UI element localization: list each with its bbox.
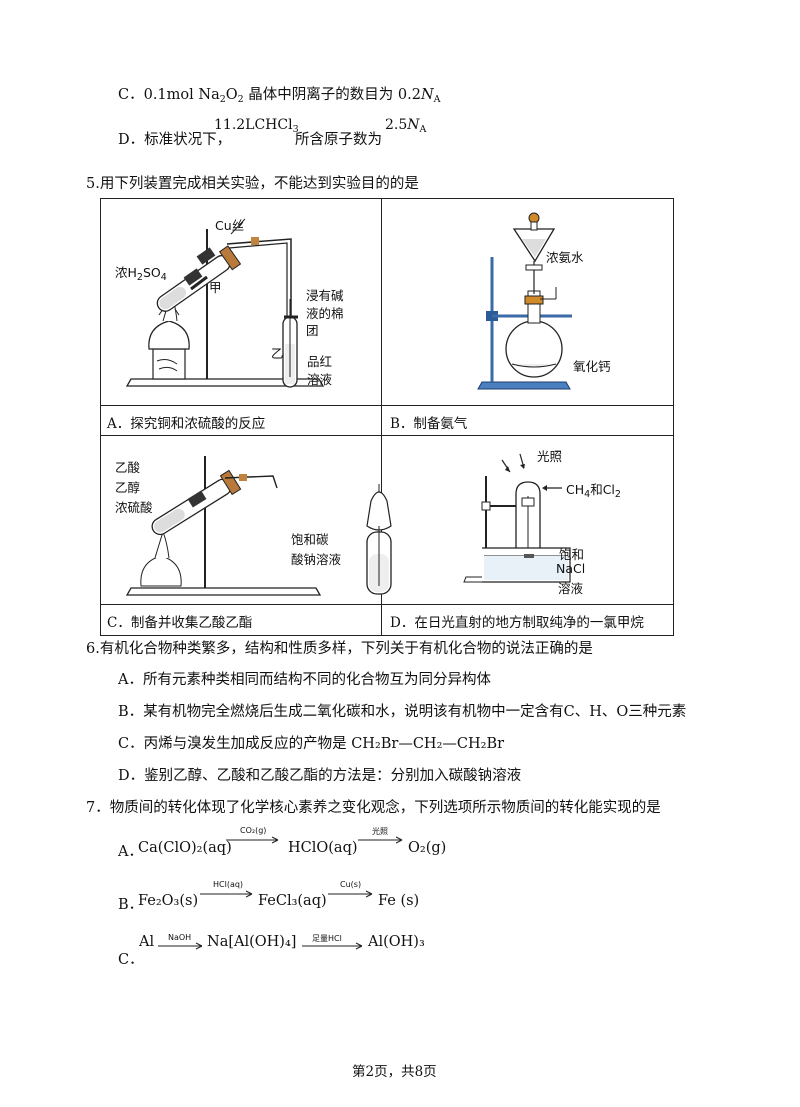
label-pinhong: 品红	[307, 354, 333, 369]
q7-option-a-label: A．	[118, 844, 143, 860]
label-sat-carbonate-2: 酸钠溶液	[291, 552, 342, 567]
q7-stem: 7．物质间的转化体现了化学核心素养之变化观念，下列选项所示物质间的转化能实现的是	[86, 800, 661, 816]
caption-b: B．制备氨气	[390, 416, 468, 432]
label-conc-ammonia: 浓氨水	[546, 250, 584, 265]
q7-b-arrow2	[328, 890, 373, 898]
q7-option-b-s2: FeCl₃(aq)	[258, 893, 327, 909]
q7-option-c-arrow2-cond: 足量HCl	[312, 934, 342, 943]
label-nacl-solution: 溶液	[558, 581, 584, 596]
q7-b-arrow1	[200, 890, 253, 898]
q4-d-formula-main: 11.2LCHCl	[214, 117, 293, 133]
q5-stem: 5.用下列装置完成相关实验，不能达到实验目的的是	[86, 176, 419, 192]
q7-option-c-s2: Na[Al(OH)₄]	[207, 934, 297, 950]
page-footer: 第2页，共8页	[352, 1064, 437, 1080]
q7-option-b-arrow1-cond: HCl(aq)	[213, 880, 244, 889]
q4-d-value-num: 2.5	[385, 117, 408, 133]
q7-option-b-s3: Fe (s)	[378, 893, 420, 909]
label-saturated: 饱和	[559, 547, 585, 562]
label-sat-carbonate-1: 饱和碳	[291, 532, 329, 547]
cell-b-figure	[382, 199, 673, 406]
label-conc-h2so4: 浓H2SO4	[115, 265, 167, 283]
label-soaked-2: 液的棉	[306, 306, 344, 321]
q7-option-c-s1: Al	[139, 934, 155, 950]
label-conc-sulfuric: 浓硫酸	[115, 500, 153, 515]
q6-option-d: D．鉴别乙醇、乙酸和乙酸乙酯的方法是：分别加入碳酸钠溶液	[118, 768, 522, 784]
label-yi: 乙	[271, 346, 284, 361]
q7-option-c-s3: Al(OH)₃	[368, 934, 425, 950]
apparatus-b-drawing	[477, 212, 572, 390]
label-nacl: NaCl	[556, 561, 586, 576]
q7-option-c-arrow1-cond: NaOH	[168, 933, 192, 942]
q7-c-arrow2	[302, 942, 363, 950]
q4-c-tail: 晶体中阴离子的数目为 0.2	[243, 87, 421, 103]
q7-a-arrow1	[226, 836, 279, 844]
cell-d-caption: D．在日光直射的地方制取纯净的一氯甲烷	[382, 605, 673, 635]
q4-c-mid: O	[225, 87, 238, 103]
q4-c-prefix: C．0.1mol Na	[118, 87, 220, 103]
q4-option-d-mid: 所含原子数为	[295, 132, 382, 148]
apparatus-a-drawing	[125, 218, 325, 388]
q7-c-arrow1	[158, 942, 203, 950]
q7-option-a-s1: Ca(ClO)₂(aq)	[138, 840, 232, 856]
q7-option-b-label: B．	[118, 897, 144, 913]
label-light: 光照	[537, 449, 563, 464]
q6-option-b: B．某有机物完全燃烧后生成二氧化碳和水，说明该有机物中一定含有C、H、O三种元素	[118, 704, 687, 720]
cell-b-caption: B．制备氨气	[382, 406, 673, 436]
q7-option-a-s2: HClO(aq)	[288, 840, 358, 856]
label-cao: 氧化钙	[573, 359, 611, 374]
q5-apparatus-table: A．探究铜和浓硫酸的反应 B．制备氨气 C．制备并收集乙酸乙酯 D．在日光直射的…	[100, 198, 674, 636]
q4-option-c: C．0.1mol Na2O2 晶体中阴离子的数目为 0.2NA	[118, 87, 441, 105]
label-solution: 溶液	[307, 372, 333, 387]
caption-d: D．在日光直射的地方制取纯净的一氯甲烷	[390, 615, 644, 631]
cell-d-figure	[382, 436, 673, 605]
label-ethanol: 乙醇	[115, 480, 141, 495]
label-jia: 甲	[209, 280, 222, 295]
caption-a: A．探究铜和浓硫酸的反应	[107, 416, 266, 432]
apparatus-c-drawing	[125, 456, 392, 596]
q4-option-d-formula: 11.2LCHCl3	[214, 117, 299, 135]
label-acetic-acid: 乙酸	[115, 460, 141, 475]
label-cu-wire: Cu丝	[215, 218, 245, 233]
cell-a-figure	[101, 199, 382, 406]
q7-option-a-arrow2-cond: 光照	[372, 827, 388, 836]
q7-option-c-label: C．	[118, 952, 144, 968]
q6-option-c: C．丙烯与溴发生加成反应的产物是 CH₂Br—CH₂—CH₂Br	[118, 736, 505, 752]
q4-option-d-value: 2.5NA	[385, 117, 427, 135]
q7-option-a-s3: O₂(g)	[408, 840, 447, 856]
label-soaked-1: 浸有碱	[306, 288, 344, 303]
q7-a-arrow2	[358, 836, 403, 844]
q7-option-b-s1: Fe₂O₃(s)	[138, 893, 199, 909]
q7-option-b-arrow2-cond: Cu(s)	[340, 880, 362, 889]
apparatus-d-drawing	[463, 453, 571, 583]
label-ch4-cl2: CH4和Cl2	[566, 482, 621, 500]
q6-option-a: A．所有元素种类相同而结构不同的化合物互为同分异构体	[118, 672, 491, 688]
cell-a-caption: A．探究铜和浓硫酸的反应	[101, 406, 382, 436]
q6-stem: 6.有机化合物种类繁多，结构和性质多样，下列关于有机化合物的说法正确的是	[86, 641, 593, 657]
label-soaked-3: 团	[306, 323, 319, 338]
cell-c-caption: C．制备并收集乙酸乙酯	[101, 605, 382, 635]
q7-option-a-arrow1-cond: CO₂(g)	[240, 826, 267, 835]
caption-c: C．制备并收集乙酸乙酯	[107, 615, 253, 631]
q4-option-d-prefix: D．标准状况下，	[118, 132, 232, 148]
